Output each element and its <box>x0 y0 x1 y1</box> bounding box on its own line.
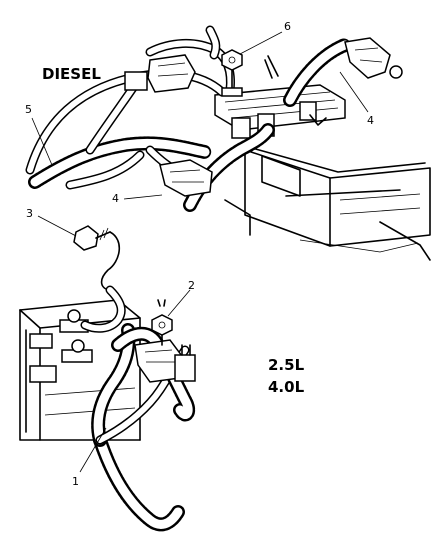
callout-4-upper: 4 <box>367 114 374 127</box>
callout-6: 6 <box>284 20 291 33</box>
diesel-battery <box>224 147 431 261</box>
callout-2: 2 <box>188 279 195 292</box>
ground-bolt <box>73 225 111 251</box>
diesel-nut <box>221 49 243 97</box>
gas-junction-bracket <box>134 339 196 383</box>
gas-battery-terminal-bottom <box>61 339 93 363</box>
callout-1: 1 <box>72 475 79 488</box>
callout-4-lower: 4 <box>112 192 119 205</box>
gas-engine-assembly <box>19 285 196 532</box>
diesel-assembly <box>25 25 431 261</box>
diesel-harness-connector <box>124 54 196 93</box>
callout-3: 3 <box>26 207 33 220</box>
gas-battery <box>19 299 141 441</box>
diesel-negative-terminal <box>159 159 213 197</box>
ground-strap <box>100 231 120 291</box>
callout-5: 5 <box>25 103 32 116</box>
diesel-label: DIESEL <box>42 65 101 83</box>
diesel-positive-terminal <box>344 37 403 79</box>
gas-nut <box>151 314 173 346</box>
engine-label-4-0l: 4.0L <box>268 378 305 396</box>
engine-label-2-5l: 2.5L <box>268 356 305 374</box>
callout-leaders <box>31 31 369 473</box>
